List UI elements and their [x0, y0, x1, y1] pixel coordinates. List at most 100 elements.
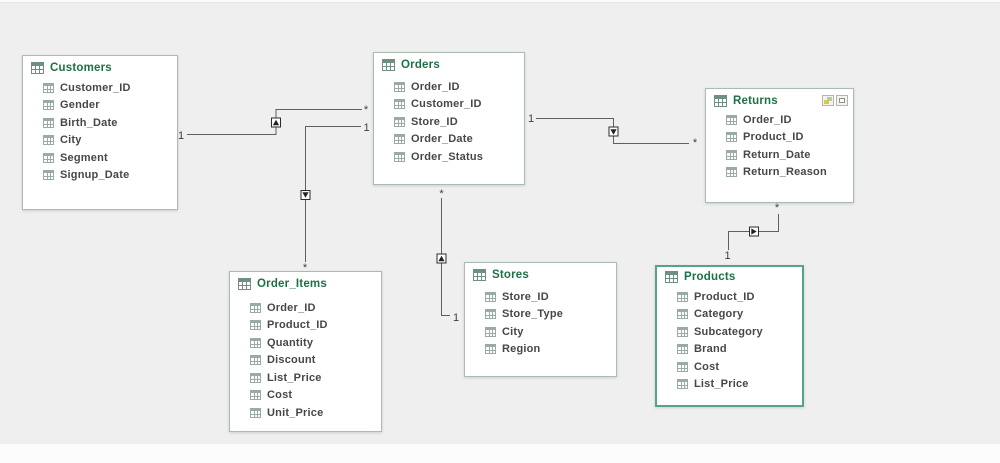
column-icon — [250, 372, 261, 383]
table-returns-header[interactable]: Returns — [706, 89, 853, 111]
column-icon — [250, 320, 261, 331]
table-products[interactable]: Products Product_ID Category Subcategory… — [655, 265, 804, 407]
field-row[interactable]: Region — [485, 341, 616, 359]
table-title: Products — [684, 271, 736, 283]
column-icon — [726, 167, 737, 178]
table-returns[interactable]: Returns Order_ID Product_ID Return_Date … — [705, 88, 854, 203]
field-name: Birth_Date — [60, 116, 118, 129]
field-name: Product_ID — [267, 319, 328, 332]
field-row[interactable]: Unit_Price — [250, 404, 381, 422]
relationship-line-stores-orders[interactable] — [441, 198, 451, 316]
field-row[interactable]: Customer_ID — [394, 96, 524, 114]
relationship-connector-orders-returns[interactable] — [608, 126, 619, 137]
table-customers-header[interactable]: Customers — [23, 56, 177, 78]
field-name: Order_Status — [411, 150, 484, 163]
field-row[interactable]: Product_ID — [677, 288, 802, 306]
field-row[interactable]: Signup_Date — [43, 167, 177, 185]
cardinality-one: 1 — [363, 122, 369, 134]
field-row[interactable]: Product_ID — [250, 317, 381, 335]
filter-direction-arrow-down — [302, 192, 309, 198]
field-name: Return_Date — [743, 148, 811, 161]
field-list: Customer_ID Gender Birth_Date City Segme… — [23, 78, 177, 184]
field-name: Product_ID — [743, 131, 804, 144]
field-row[interactable]: Gender — [43, 97, 177, 115]
table-order-items[interactable]: Order_Items Order_ID Product_ID Quantity… — [229, 271, 382, 432]
field-name: List_Price — [267, 371, 322, 384]
field-row[interactable]: Birth_Date — [43, 114, 177, 132]
column-icon — [394, 116, 405, 127]
field-row[interactable]: Store_ID — [485, 288, 616, 306]
field-row[interactable]: Cost — [250, 387, 381, 405]
field-row[interactable]: Category — [677, 306, 802, 324]
relationship-connector-orders-orderitems[interactable] — [300, 190, 311, 200]
field-row[interactable]: Order_ID — [726, 111, 853, 129]
table-stores[interactable]: Stores Store_ID Store_Type City Region — [464, 262, 617, 377]
column-icon — [250, 355, 261, 366]
relationship-connector-products-returns[interactable] — [749, 226, 759, 237]
field-row[interactable]: Discount — [250, 352, 381, 370]
field-name: Order_Date — [411, 133, 473, 146]
field-row[interactable]: List_Price — [677, 376, 802, 394]
table-icon — [382, 59, 395, 71]
column-icon — [250, 337, 261, 348]
column-icon — [43, 152, 54, 163]
relationship-connector-customers-orders[interactable] — [271, 117, 281, 128]
table-title: Orders — [401, 59, 440, 71]
column-icon — [43, 117, 54, 128]
field-row[interactable]: Quantity — [250, 334, 381, 352]
field-list: Order_ID Customer_ID Store_ID Order_Date… — [374, 75, 524, 166]
field-row[interactable]: Order_ID — [250, 299, 381, 317]
bottom-panel-strip — [0, 444, 1000, 463]
relationship-line-orders-returns[interactable] — [536, 118, 689, 144]
field-name: Unit_Price — [267, 406, 324, 419]
field-name: Customer_ID — [411, 98, 482, 111]
column-icon — [43, 170, 54, 181]
field-row[interactable]: City — [485, 323, 616, 341]
field-row[interactable]: Subcategory — [677, 323, 802, 341]
field-row[interactable]: City — [43, 132, 177, 150]
field-row[interactable]: Segment — [43, 149, 177, 167]
field-row[interactable]: Brand — [677, 341, 802, 359]
field-row[interactable]: Store_Type — [485, 306, 616, 324]
cardinality-one: 1 — [178, 130, 184, 142]
table-icon — [714, 95, 727, 107]
table-orders[interactable]: Orders Order_ID Customer_ID Store_ID Ord… — [373, 52, 525, 185]
field-row[interactable]: Customer_ID — [43, 79, 177, 97]
table-properties-icon[interactable] — [822, 95, 834, 106]
field-list: Product_ID Category Subcategory Brand Co… — [657, 287, 802, 393]
relationship-line-products-returns[interactable] — [728, 214, 779, 250]
field-row[interactable]: List_Price — [250, 369, 381, 387]
field-row[interactable]: Return_Date — [726, 146, 853, 164]
relationship-connector-stores-orders[interactable] — [436, 253, 447, 264]
table-title: Order_Items — [257, 278, 327, 290]
field-row[interactable]: Cost — [677, 358, 802, 376]
field-name: Brand — [694, 343, 727, 356]
field-name: City — [502, 325, 524, 338]
field-row[interactable]: Order_Status — [394, 148, 524, 166]
field-name: Order_ID — [267, 301, 316, 314]
table-customers[interactable]: Customers Customer_ID Gender Birth_Date … — [22, 55, 178, 210]
table-orders-header[interactable]: Orders — [374, 53, 524, 75]
table-stores-header[interactable]: Stores — [465, 263, 616, 285]
table-icon — [238, 278, 251, 290]
table-products-header[interactable]: Products — [657, 267, 802, 287]
field-row[interactable]: Order_ID — [394, 78, 524, 96]
relationship-line-customers-orders[interactable] — [187, 109, 362, 135]
column-icon — [485, 291, 496, 302]
cardinality-one: 1 — [724, 250, 730, 262]
field-name: Region — [502, 343, 541, 356]
field-row[interactable]: Product_ID — [726, 129, 853, 147]
column-icon — [250, 390, 261, 401]
field-row[interactable]: Order_Date — [394, 131, 524, 149]
maximize-icon[interactable] — [836, 95, 848, 106]
field-row[interactable]: Store_ID — [394, 113, 524, 131]
field-name: Store_ID — [502, 290, 549, 303]
field-row[interactable]: Return_Reason — [726, 164, 853, 182]
field-name: Signup_Date — [60, 169, 130, 182]
relationship-line-orders-orderitems[interactable] — [305, 126, 362, 263]
field-name: List_Price — [694, 378, 749, 391]
table-order-items-header[interactable]: Order_Items — [230, 272, 381, 294]
field-name: City — [60, 134, 82, 147]
field-list: Order_ID Product_ID Return_Date Return_R… — [706, 111, 853, 181]
